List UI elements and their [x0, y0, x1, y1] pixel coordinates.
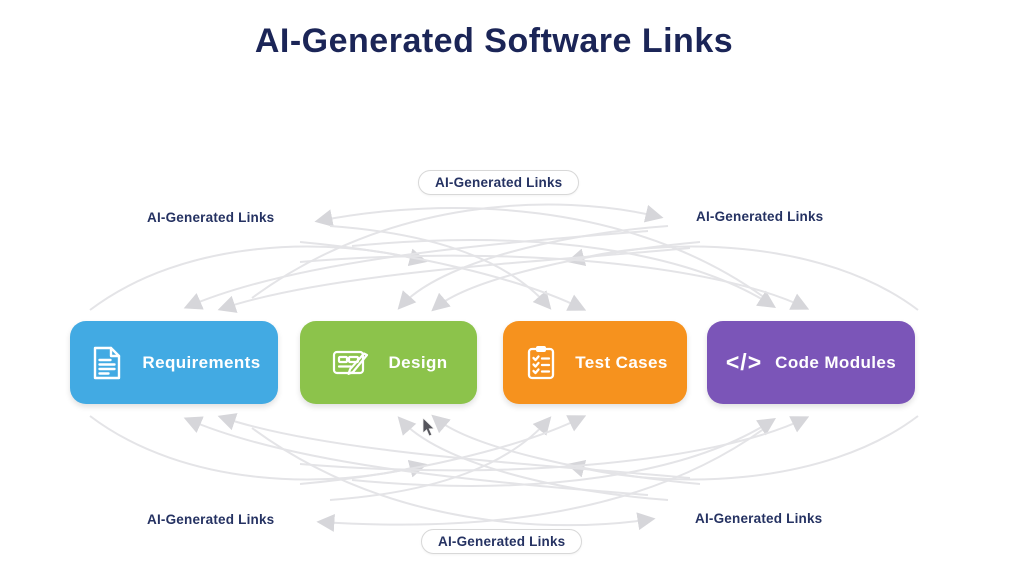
arrow-into-codemodules-top-1: [351, 239, 777, 308]
node-test-cases[interactable]: Test Cases: [503, 321, 687, 404]
arrow-into-design-bottom-2: [431, 414, 701, 485]
node-code-modules[interactable]: </> Code Modules: [707, 321, 915, 404]
arrow-into-codemodules-bottom-2: [299, 416, 810, 472]
arrow-into-testcases-bottom-2: [299, 415, 587, 485]
node-requirements-label: Requirements: [142, 352, 261, 372]
code-icon: </>: [725, 349, 763, 375]
link-label-top-center: AI-Generated Links: [418, 170, 580, 195]
node-test-cases-label: Test Cases: [575, 352, 668, 372]
arrow-mid-left-bottom: [566, 415, 919, 481]
arrow-to-top-left-label: [314, 207, 766, 299]
link-label-bottom-left: AI-Generated Links: [147, 512, 275, 527]
page-title: AI-Generated Software Links: [254, 22, 734, 60]
arrow-into-testcases-top-1: [329, 225, 552, 310]
arrow-to-top-right-label: [251, 203, 664, 299]
node-design[interactable]: Design: [300, 321, 477, 404]
link-label-top-right: AI-Generated Links: [696, 209, 824, 224]
node-code-modules-label: Code Modules: [775, 352, 897, 372]
link-label-bottom-center: AI-Generated Links: [421, 529, 583, 554]
arrow-into-codemodules-bottom-1: [351, 418, 777, 487]
arrow-into-design-bottom-1: [397, 416, 669, 501]
arrow-into-codemodules-top-2: [299, 254, 810, 310]
arrow-into-testcases-bottom-1: [329, 416, 552, 501]
clipboard-checklist-icon: [522, 343, 560, 383]
link-label-top-left: AI-Generated Links: [147, 210, 275, 225]
document-icon: [87, 343, 127, 383]
mouse-cursor-icon: [422, 418, 435, 437]
arrow-to-bottom-left-label: [316, 427, 766, 532]
arrow-into-requirements-bottom-2: [217, 413, 691, 479]
arrow-into-testcases-top-2: [299, 241, 587, 311]
node-design-label: Design: [388, 352, 448, 372]
arrow-to-bottom-right-label: [251, 427, 656, 531]
arrow-into-design-top-1: [397, 225, 669, 310]
node-requirements[interactable]: Requirements: [70, 321, 278, 404]
link-label-bottom-right: AI-Generated Links: [695, 511, 823, 526]
arrow-into-requirements-top-2: [217, 247, 691, 313]
arrow-mid-left: [566, 245, 919, 311]
design-board-icon: [329, 343, 373, 383]
arrow-into-design-top-2: [431, 241, 701, 312]
